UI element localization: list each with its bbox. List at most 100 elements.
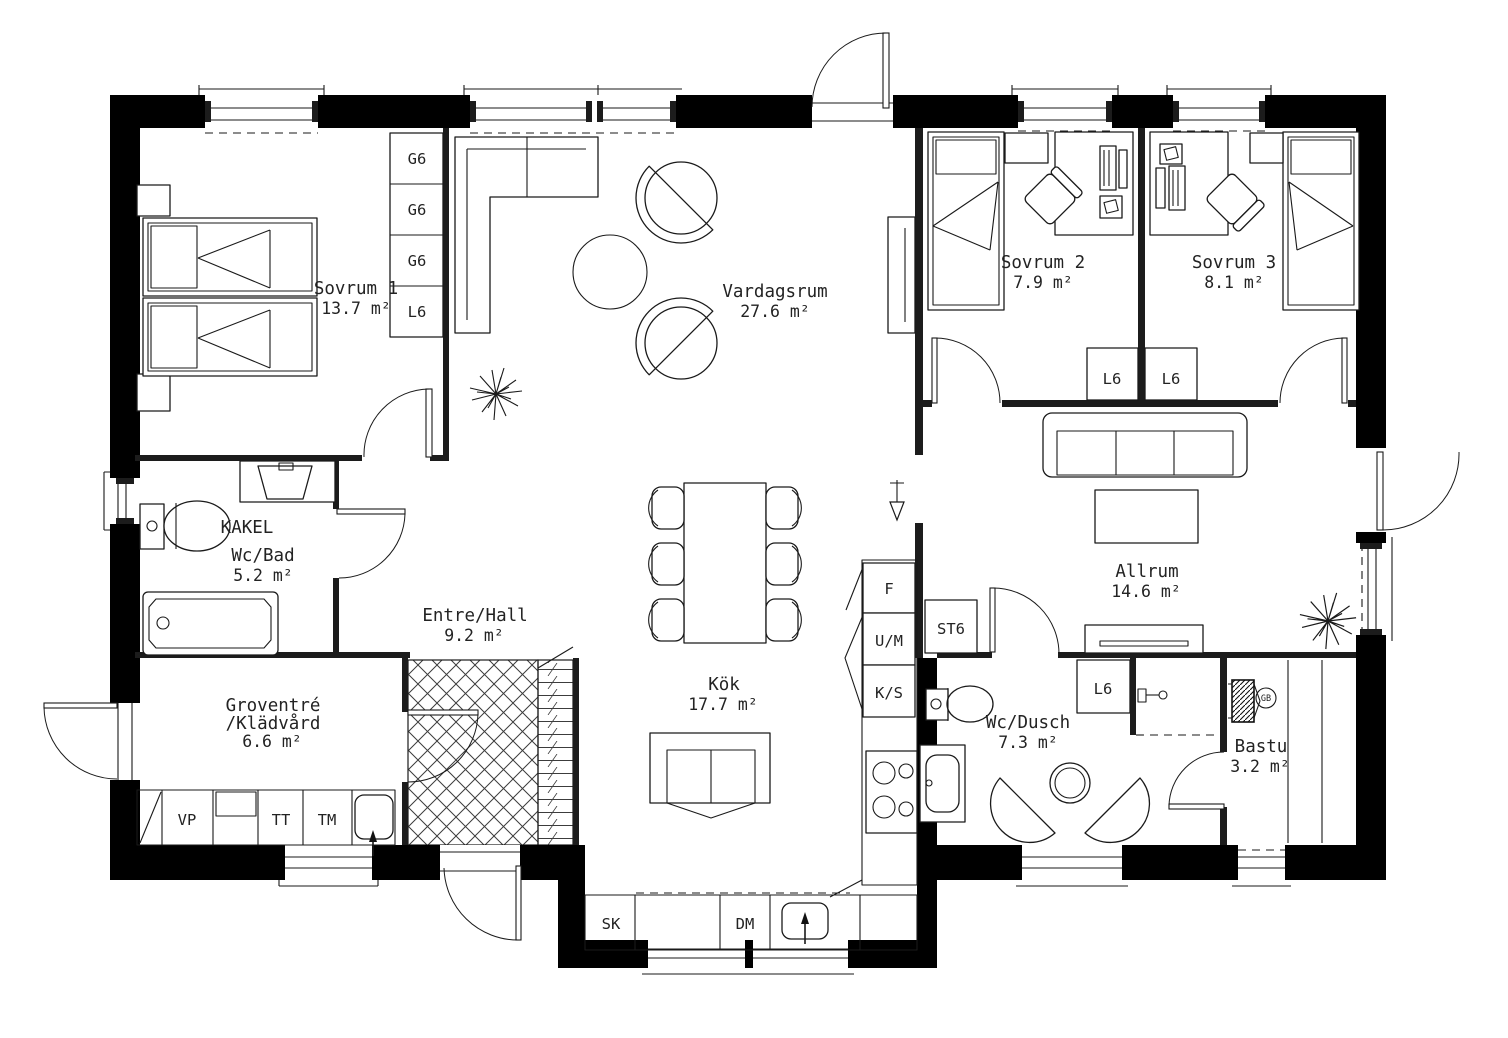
room-area-wcdusch: 7.3 m² bbox=[998, 733, 1058, 752]
wcbad-fixtures bbox=[139, 460, 336, 656]
plant bbox=[469, 367, 523, 421]
dining-chair bbox=[765, 486, 803, 530]
appliance-code-vp: VP bbox=[178, 811, 197, 829]
door-vardagsrum-patio bbox=[811, 32, 893, 128]
stove bbox=[865, 750, 918, 834]
coffee-table bbox=[1094, 489, 1199, 544]
dining-table bbox=[683, 482, 767, 644]
bathtub bbox=[142, 591, 279, 656]
finish-label-kakel: KAKEL bbox=[221, 518, 274, 538]
shower-seat bbox=[1084, 777, 1151, 844]
shower-sink bbox=[919, 744, 966, 823]
window-groventre bbox=[278, 845, 379, 887]
bastu-fixtures bbox=[1228, 660, 1323, 843]
section-marker-arrow bbox=[889, 480, 905, 522]
bookshelf bbox=[887, 216, 916, 334]
plant bbox=[1299, 592, 1357, 650]
laundry-sink bbox=[354, 794, 394, 856]
window-bastu bbox=[1232, 845, 1291, 887]
sauna-heater bbox=[1228, 679, 1261, 723]
window-sovrum3 bbox=[1166, 85, 1272, 132]
dining-chair bbox=[765, 542, 803, 586]
room-label-sovrum3: Sovrum 3 bbox=[1192, 253, 1276, 273]
cabinet-code-l6: L6 bbox=[408, 303, 427, 321]
door-wcbad bbox=[336, 508, 406, 579]
nightstand bbox=[136, 184, 171, 217]
room-area-vardagsrum: 27.6 m² bbox=[740, 302, 810, 321]
room-area-sovrum2: 7.9 m² bbox=[1013, 273, 1073, 292]
door-allrum-exterior bbox=[1356, 448, 1460, 532]
vardagsrum-furniture bbox=[454, 136, 916, 421]
cabinet-code-f: F bbox=[884, 580, 893, 598]
dining-chair bbox=[647, 486, 685, 530]
computer-monitor bbox=[1099, 145, 1117, 191]
exterior-walls bbox=[110, 95, 1386, 968]
door-bastu bbox=[1168, 751, 1225, 810]
sovrum2-furniture bbox=[927, 131, 1134, 311]
appliance-code-tm: TM bbox=[318, 811, 337, 829]
shower-seat bbox=[989, 777, 1056, 844]
freezer-cabinet bbox=[862, 664, 916, 718]
window-vardagsrum-2 bbox=[470, 88, 682, 134]
furniture bbox=[136, 131, 1360, 951]
toilet bbox=[925, 685, 994, 723]
computer-tower bbox=[1155, 167, 1166, 209]
cabinet-code-ks: K/S bbox=[875, 684, 903, 702]
dining-chair bbox=[647, 542, 685, 586]
st6-cabinet bbox=[924, 599, 978, 654]
door-sovrum3 bbox=[1279, 337, 1348, 404]
counter-right bbox=[861, 559, 918, 886]
sofa bbox=[1042, 412, 1248, 478]
room-label-entrehall: Entre/Hall bbox=[422, 606, 527, 626]
entry-mats bbox=[407, 646, 574, 846]
computer-monitor bbox=[1168, 165, 1186, 211]
corner-sofa bbox=[454, 136, 599, 334]
laundry bbox=[136, 789, 396, 856]
armchair bbox=[616, 140, 739, 263]
door-groventre-hall bbox=[407, 709, 479, 783]
kitchen-island bbox=[649, 732, 771, 819]
window-sovrum1 bbox=[198, 85, 325, 134]
pillow bbox=[150, 225, 198, 289]
toilet bbox=[139, 500, 231, 552]
desk-chair bbox=[1206, 173, 1265, 232]
room-label-bastu: Bastu bbox=[1235, 737, 1288, 757]
window-allrum bbox=[1356, 537, 1393, 641]
pillow bbox=[1290, 139, 1352, 175]
wardrobe-sovrum1 bbox=[389, 132, 444, 338]
window-kok-1 bbox=[642, 940, 751, 975]
cabinet-code-g6: G6 bbox=[408, 201, 427, 219]
room-label-groventre-2: /Klädvård bbox=[226, 713, 321, 734]
window-vardagsrum-1 bbox=[463, 85, 599, 128]
sovrum1-furniture bbox=[136, 132, 444, 412]
l6-closet bbox=[1076, 659, 1131, 714]
room-area-sovrum1: 13.7 m² bbox=[321, 299, 391, 318]
laundry-counter bbox=[136, 789, 396, 846]
round-rug bbox=[572, 234, 648, 310]
door-wcdusch bbox=[989, 587, 1060, 655]
door-entry-main bbox=[440, 845, 522, 941]
appliance-code-tt: TT bbox=[272, 811, 291, 829]
entry-grate-mark bbox=[537, 646, 574, 669]
room-area-entrehall: 9.2 m² bbox=[444, 626, 504, 645]
kitchen-sink bbox=[781, 902, 829, 944]
bed-single bbox=[1282, 131, 1360, 311]
room-area-groventre: 6.6 m² bbox=[242, 732, 302, 751]
room-label-vardagsrum: Vardagsrum bbox=[722, 282, 827, 302]
window-wcbad bbox=[103, 471, 140, 531]
cabinet-code-um: U/M bbox=[875, 632, 903, 650]
symbol-code-gb: GB bbox=[1261, 694, 1271, 704]
dining-chair bbox=[765, 598, 803, 642]
dining-chair bbox=[647, 598, 685, 642]
room-area-kok: 17.7 m² bbox=[688, 695, 758, 714]
window-wcdusch bbox=[1016, 845, 1128, 887]
window-sovrum2 bbox=[1011, 85, 1119, 132]
tv-bench bbox=[1084, 624, 1204, 654]
room-label-wcdusch: Wc/Dusch bbox=[986, 713, 1070, 733]
nightstand bbox=[1004, 132, 1049, 164]
room-area-bastu: 3.2 m² bbox=[1230, 757, 1290, 776]
wcdusch-fixtures bbox=[919, 659, 1168, 844]
cabinet-code-sk: SK bbox=[602, 915, 621, 933]
kitchen bbox=[584, 559, 918, 951]
